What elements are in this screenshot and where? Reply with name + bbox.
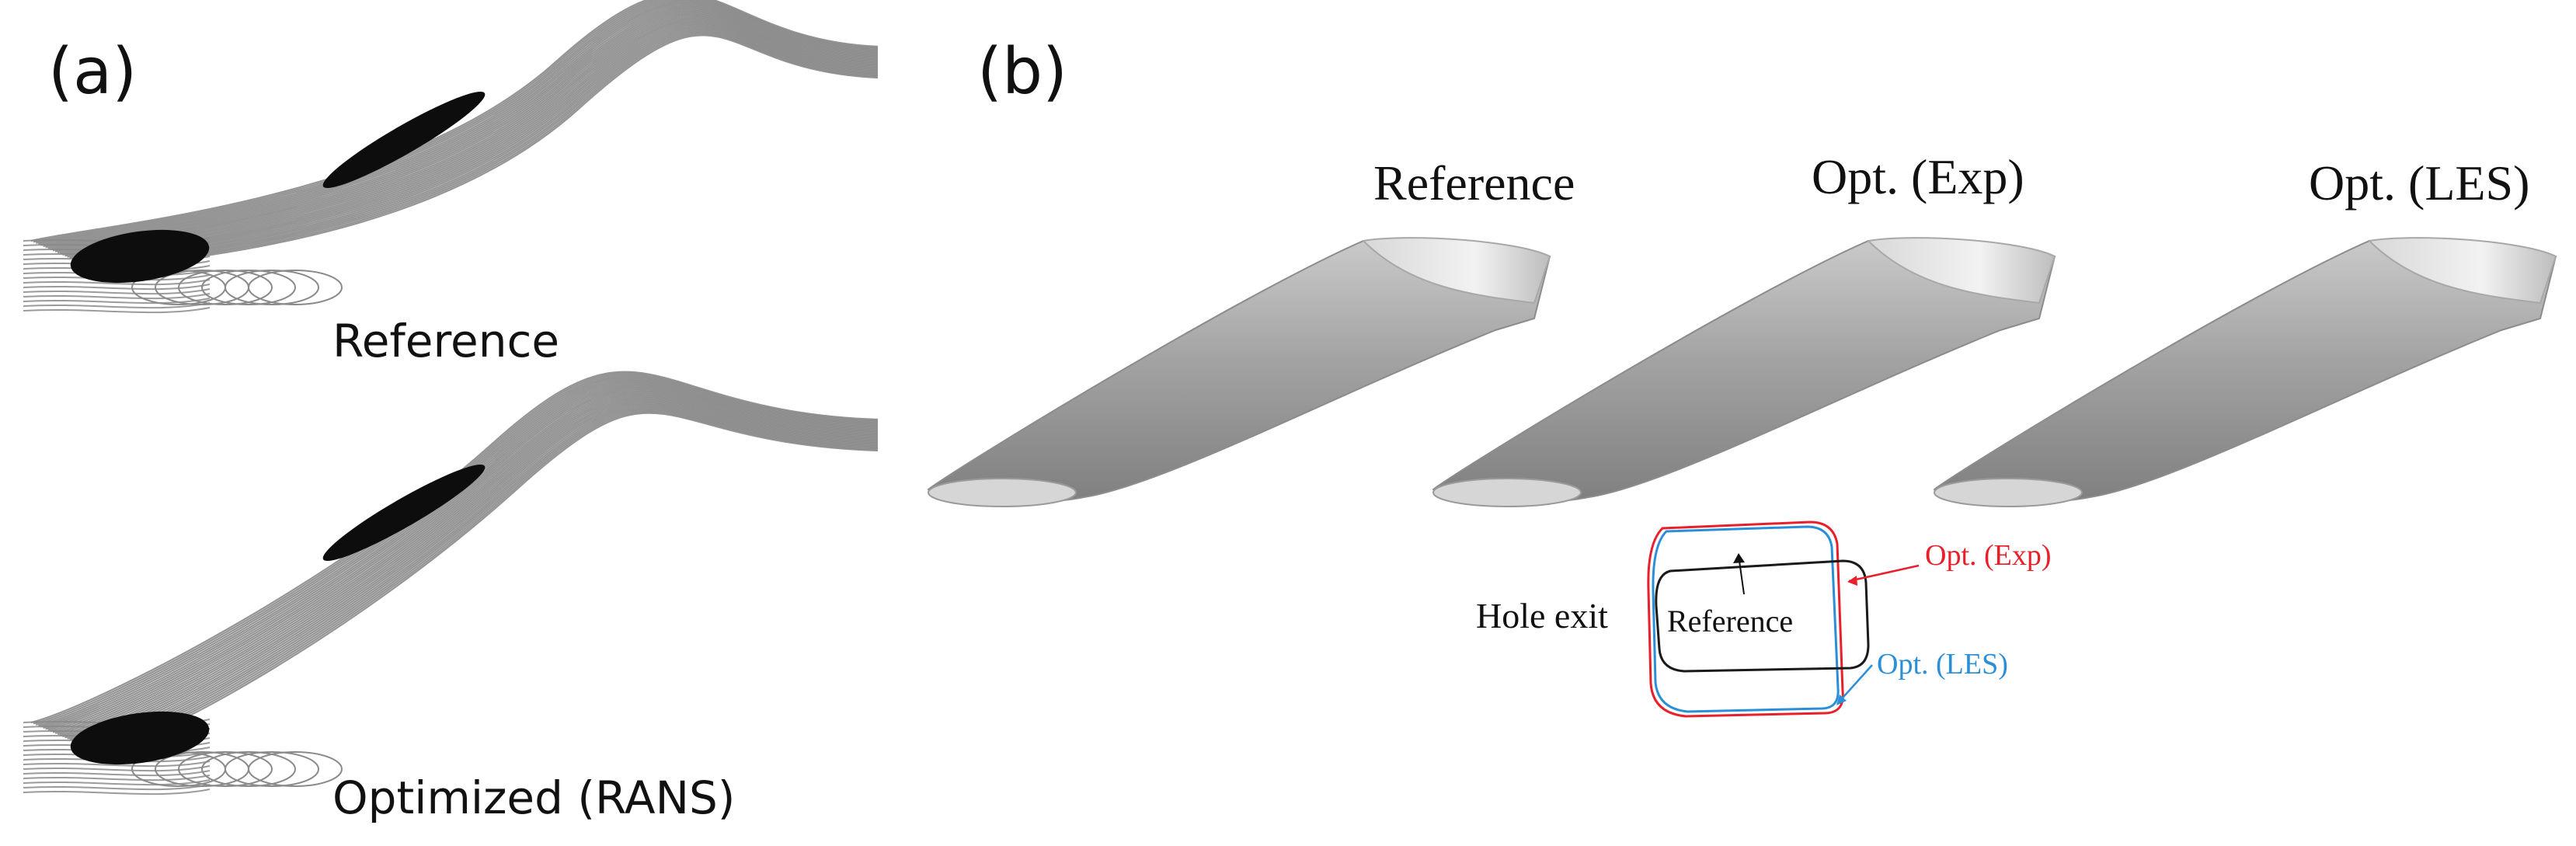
optimized-streamline (54, 385, 879, 734)
optimized-rans-streamline-caption: Optimized (RANS) (332, 771, 736, 824)
opt-les-arrowhead (1836, 695, 1847, 705)
reference-inflow-line (23, 298, 211, 305)
optimized-streamline (40, 377, 879, 728)
reference-loop-line (178, 270, 273, 305)
optimized-inflow-line (23, 765, 211, 772)
reference-streamline (38, 0, 879, 245)
opt-exp-outline (1647, 520, 1844, 718)
optimized-inflow-line (23, 789, 211, 796)
reference-hole-exit-face (1361, 237, 1551, 305)
reference-streamline (33, 0, 879, 243)
optimized-streamline (100, 412, 879, 755)
reference-loop-line (248, 270, 343, 305)
optimized-loop-line (201, 751, 296, 787)
opt-exp-shape-title: Opt. (Exp) (1812, 149, 2024, 204)
inset-reference-label: Reference (1667, 604, 1794, 639)
reference-loop-line (225, 270, 319, 305)
reference-outline (1655, 559, 1870, 673)
optimized-streamline (38, 375, 879, 727)
reference-inflow-line (23, 302, 211, 309)
opt-exp-arrow (1848, 564, 1920, 583)
reference-streamline (43, 0, 879, 247)
reference-inflow-line (23, 284, 211, 291)
reference-shape-title: Reference (1373, 155, 1575, 211)
optimized-streamline (33, 372, 879, 725)
opt-les-arrow (1836, 664, 1873, 705)
panel-a-label: (a) (48, 35, 138, 109)
optimized-streamline (98, 410, 879, 754)
optimized-inlet-vortex (70, 711, 210, 765)
opt-exp-arrowhead (1847, 576, 1857, 586)
reference-streamline (40, 0, 879, 246)
opt-les-hole-inlet (1934, 478, 2083, 507)
optimized-inflow-line (23, 775, 211, 782)
optimized-inflow-line (23, 770, 211, 777)
reference-inflow-line (23, 288, 211, 295)
reference-streamline (35, 0, 879, 244)
reference-hole-inlet (928, 478, 1077, 507)
optimized-streamlines (23, 371, 879, 796)
optimized-streamline (91, 406, 879, 750)
optimized-inflow-line (23, 761, 211, 768)
optimized-inflow-line (23, 784, 211, 791)
optimized-streamline (45, 379, 879, 730)
reference-inlet-vortex (70, 229, 210, 284)
optimized-streamline (71, 395, 879, 742)
inset-opt-exp-label: Opt. (Exp) (1925, 539, 2052, 572)
optimized-streamline (78, 399, 879, 745)
optimized-loop-line (178, 751, 273, 787)
optimized-streamline (52, 384, 879, 733)
opt-les-shape-title: Opt. (LES) (2309, 155, 2530, 211)
reference-inflow-line (23, 293, 211, 300)
optimized-streamline (84, 402, 879, 747)
optimized-streamline (89, 405, 879, 750)
opt-exp-hole-exit-face (1866, 237, 2056, 305)
optimized-loop-line (225, 751, 319, 787)
optimized-streamline (64, 391, 879, 739)
optimized-streamline (96, 409, 879, 753)
optimized-inflow-line (23, 779, 211, 786)
panel-b-label: (b) (977, 35, 1068, 109)
opt-exp-hole-inlet (1432, 478, 1582, 507)
optimized-streamline (76, 398, 879, 744)
optimized-streamline (30, 371, 879, 724)
optimized-streamline (43, 378, 879, 729)
reference-channel-vortex (322, 92, 486, 188)
reference-streamline (47, 2, 879, 249)
reference-loop-line (201, 270, 296, 305)
reference-arrowhead (1733, 553, 1745, 563)
optimized-streamline (67, 392, 879, 740)
optimized-streamline (59, 388, 879, 736)
inset-opt-les-label: Opt. (LES) (1877, 648, 2008, 681)
hole-exit-label: Hole exit (1476, 596, 1608, 635)
reference-streamline (100, 34, 879, 273)
optimized-streamline (57, 386, 879, 736)
optimized-streamline (62, 389, 879, 737)
hole-exit-inset (1647, 520, 1920, 718)
optimized-streamline (74, 396, 879, 743)
panel-a-streamlines (23, 0, 879, 796)
opt-les-hole-exit-face (2367, 237, 2557, 305)
optimized-streamline (47, 381, 879, 731)
opt-les-outline (1652, 525, 1840, 713)
optimized-streamline (86, 403, 879, 748)
optimized-streamline (69, 393, 879, 741)
reference-inflow-line (23, 279, 211, 286)
optimized-loop-line (248, 751, 343, 787)
optimized-streamline (35, 374, 879, 726)
panel-b-hole-shapes (927, 237, 2557, 507)
reference-streamline (45, 1, 879, 249)
optimized-streamline (81, 401, 879, 747)
optimized-streamline (50, 382, 879, 733)
reference-inflow-line (23, 307, 211, 314)
reference-streamline (30, 0, 879, 242)
optimized-streamline (93, 408, 879, 751)
optimized-channel-vortex (322, 465, 486, 561)
reference-streamline-caption: Reference (332, 315, 560, 367)
